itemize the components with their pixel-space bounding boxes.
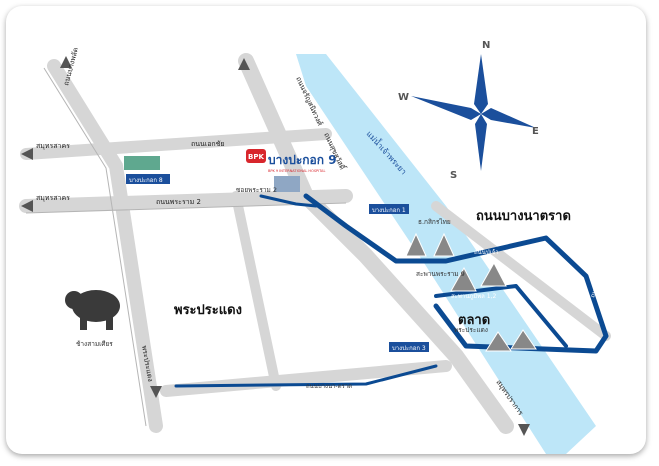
bridge-pylons [405, 232, 537, 352]
elephant-statue-icon [65, 290, 120, 330]
compass-n: N [482, 40, 490, 51]
elephant-body [72, 290, 120, 322]
label-rama2: ถนนพระราม 2 [156, 198, 201, 206]
arrow-down-bottom [150, 386, 162, 398]
hospital-main-name: บางปะกอก 9 [268, 153, 337, 167]
compass-s: S [450, 170, 457, 181]
bhumibol-pylon-1 [450, 266, 477, 292]
compass-rose: N S W E [398, 40, 539, 181]
road-left-edge [43, 67, 147, 427]
hospital-main-sub: BPK 9 INTERNATIONAL HOSPITAL [268, 169, 325, 173]
road-right-diagonal [431, 201, 611, 341]
label-soi-phra-ram2: ซอยพระราม 2 [236, 186, 277, 194]
label-bhumibol-bridge: สะพานภูมิพล 1,2 [451, 293, 496, 300]
compass-e: E [532, 126, 539, 137]
rama9-pylon-1 [405, 232, 427, 257]
elephant-head [65, 291, 83, 309]
road-mid-vertical [231, 191, 281, 391]
hospital-main-badge [246, 149, 266, 163]
hospital-8-name: บางปะกอก 8 [129, 177, 163, 184]
route-bridge-link [434, 284, 568, 348]
label-talat: ตลาด [458, 313, 490, 328]
arrow-left-rama2 [21, 200, 33, 212]
label-bhumibol-road: ถนนบางนา-ตราด [306, 383, 352, 390]
hospital-main-badge-text: BPK [248, 153, 264, 161]
arrow-down-right [518, 424, 530, 436]
hospital-8-sign [126, 174, 170, 184]
arrow-left-top [21, 148, 33, 160]
hospital-1: บางปะกอก 1 [369, 204, 409, 214]
route-start [259, 194, 318, 208]
compass-w: W [398, 92, 409, 103]
hospital-3-name: บางปะกอก 3 [392, 345, 426, 352]
label-phra-pradaeng-city: พระประแดง [454, 326, 488, 334]
label-rama9-bridge: สะพานพระราม 9 [416, 270, 465, 278]
hospital-main-building [274, 176, 300, 192]
direction-arrows [21, 56, 530, 436]
hospital-1-sign [369, 204, 409, 214]
hospital-3-sign [389, 342, 429, 352]
hospital-1-name: บางปะกอก 1 [372, 207, 406, 214]
south-pylon-2 [510, 329, 537, 350]
road-rama2 [19, 189, 353, 213]
elephant-leg-1 [80, 316, 87, 330]
south-pylon-1 [485, 331, 512, 352]
compass-needle-ns [474, 54, 488, 114]
road-left-vertical [47, 59, 163, 433]
route-bottom [174, 364, 438, 388]
elephant-leg-2 [106, 316, 113, 330]
map-canvas: N S W E BPK บางปะกอก 9 BPK 9 INTERNATION… [19, 40, 618, 454]
label-phra-pradaeng-big: พระประแดง [174, 303, 242, 318]
hospital-main: BPK บางปะกอก 9 BPK 9 INTERNATIONAL HOSPI… [246, 149, 337, 192]
compass-needle-s [475, 114, 487, 171]
arrow-up-diagonal [238, 58, 250, 70]
elephant-label: ช้างสามเศียร [76, 340, 113, 348]
map-frame: N S W E BPK บางปะกอก 9 BPK 9 INTERNATION… [6, 6, 646, 454]
label-kasikorn: ธ.กสิกรไทย [418, 218, 451, 226]
label-bang-na-trad: ถนนบางนาตราด [476, 209, 571, 224]
compass-needle-w [411, 96, 481, 120]
hospital-3: บางปะกอก 3 [389, 342, 429, 352]
arrow-up-left [60, 56, 72, 68]
hospital-8: บางปะกอก 8 [124, 156, 170, 184]
road-edges [25, 67, 347, 427]
rama9-pylon-2 [433, 232, 455, 257]
label-puchao-blue: ถนนปู่เจ้า [474, 249, 499, 256]
label-ring-road-blue: ถนนวงแหวนอุตสาหกรรม [589, 234, 618, 298]
label-samut-sakhon-north: สมุทรสาคร [36, 142, 70, 150]
road-diagonal-top [238, 53, 514, 434]
bhumibol-pylon-2 [480, 261, 507, 287]
hospital-8-building [124, 156, 160, 170]
label-samut-sakhon-road: สมุทรสาคร [36, 194, 70, 202]
label-road-east: ถนนเอกชัย [191, 140, 225, 148]
compass-needle-e [481, 108, 536, 128]
